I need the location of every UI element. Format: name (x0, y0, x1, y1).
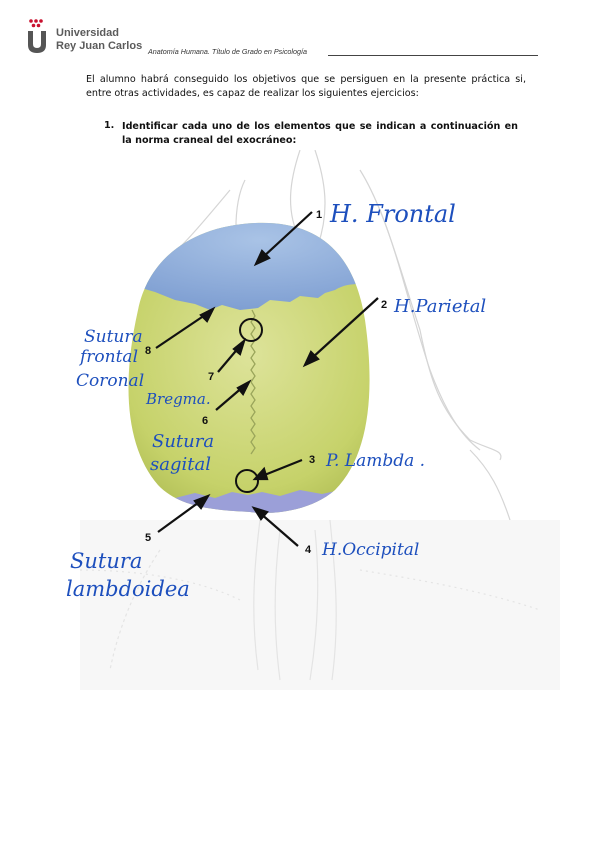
background-landscape (80, 520, 560, 690)
header-underline (328, 55, 538, 56)
annotation-coronal-line2: frontal (78, 347, 138, 367)
task-text: Identificar cada uno de los elementos qu… (122, 120, 518, 148)
bregma-circle (239, 318, 263, 342)
skull-superior-view (128, 222, 370, 513)
task-text-bold: norma craneal del exocráneo: (135, 135, 297, 146)
annotation-occipital: H.Occipital (321, 540, 419, 560)
pointer-arrows (155, 211, 379, 547)
task-number: 1. (104, 120, 115, 131)
annotation-lambda: P. Lambda . (325, 451, 425, 471)
intro-paragraph: El alumno habrá conseguido los objetivos… (86, 74, 526, 99)
header-subject: Anatomía Humana. Título de Grado en Psic… (148, 47, 308, 56)
annotation-parietal: H.Parietal (393, 296, 486, 317)
annotation-lambdoid-line2: lambdoidea (66, 577, 190, 601)
university-name: Universidad Rey Juan Carlos (56, 27, 142, 53)
university-name-line2: Rey Juan Carlos (56, 40, 143, 52)
task-text-regular: Identificar cada uno de los elementos qu… (122, 121, 518, 146)
university-name-line1: Universidad (56, 27, 119, 39)
label-number-7: 7 (208, 371, 214, 383)
label-number-8: 8 (145, 345, 151, 357)
label-number-2: 2 (381, 299, 387, 311)
annotation-frontal: H. Frontal (329, 200, 456, 228)
annotation-sagittal-line2: sagital (150, 454, 211, 475)
annotation-bregma: Bregma. (145, 390, 211, 408)
lambda-circle (235, 469, 259, 493)
annotation-coronal-line3: Coronal (76, 371, 144, 391)
label-number-1: 1 (316, 209, 322, 221)
label-number-4: 4 (305, 544, 312, 556)
sagittal-suture-line (250, 309, 256, 455)
annotation-coronal-line1: Sutura (84, 327, 143, 347)
university-logo-icon (28, 19, 46, 53)
label-number-3: 3 (309, 454, 315, 466)
skull-figure: 1 2 3 4 5 6 7 8 H. Frontal H.Parietal P.… (66, 150, 560, 690)
label-number-5: 5 (145, 532, 151, 544)
label-number-6: 6 (202, 415, 208, 427)
annotation-lambdoid-line1: Sutura (70, 549, 142, 573)
annotation-sagittal-line1: Sutura (152, 431, 214, 452)
page-header: Universidad Rey Juan Carlos Anatomía Hum… (26, 18, 586, 58)
